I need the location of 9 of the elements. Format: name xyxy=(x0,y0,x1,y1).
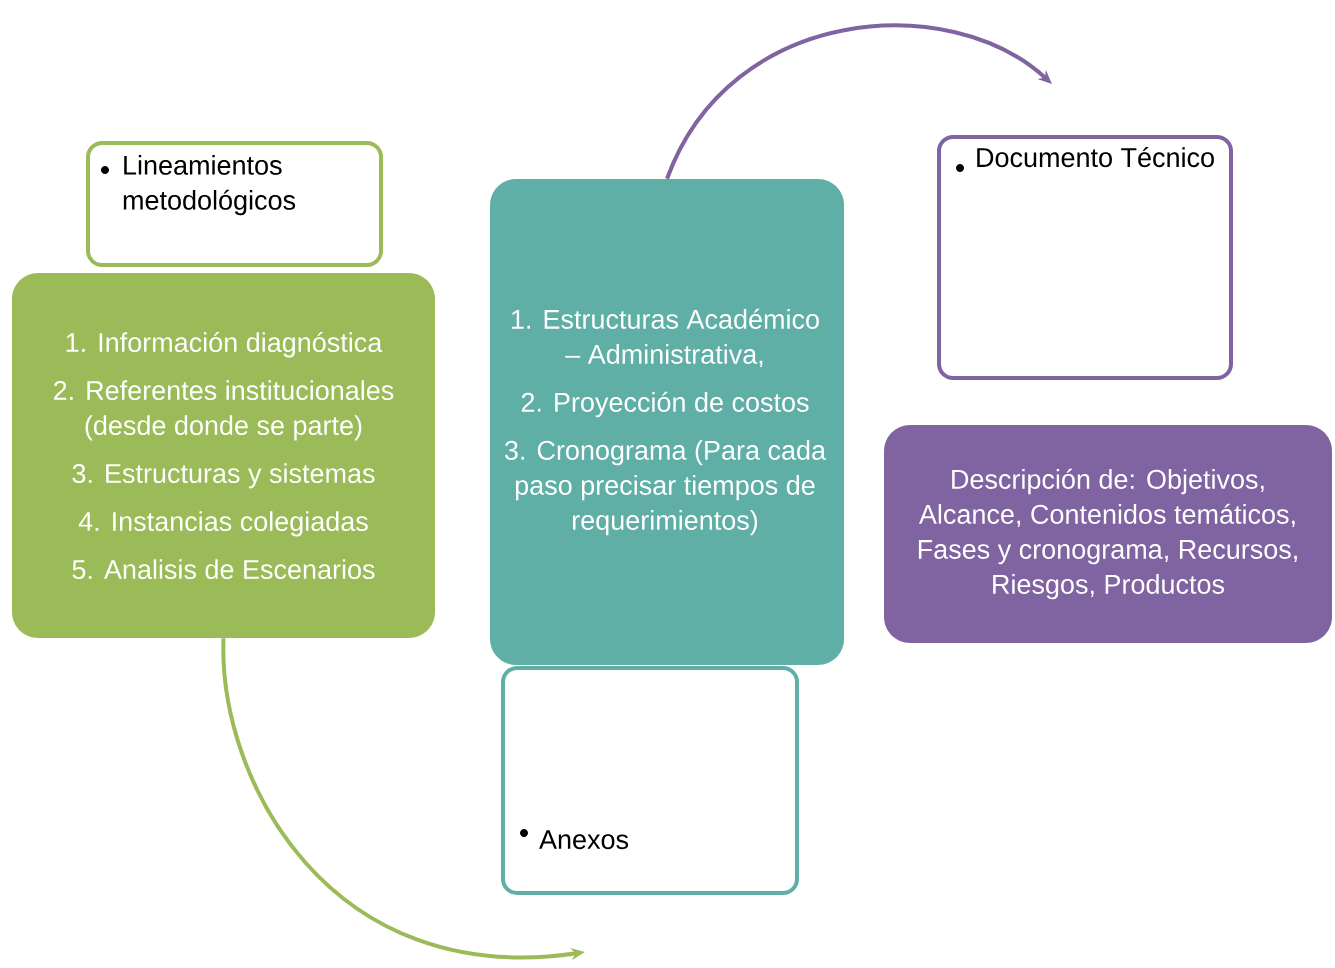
process-box: 1. Estructuras Académico – Administrativa, 2. Proyección de costos 3. Cronograma (Para cada paso precisar tiempos de requerimientos) xyxy=(490,179,844,665)
process-box: 1. Información diagnóstica 2. Referentes institucionales (desde donde se parte) 3. Estructuras y sistemas 4. Instancias colegiadas 5. Analisis de Escenarios xyxy=(12,273,435,638)
node-label: 2. Proyección de costos xyxy=(521,391,809,418)
node-label: 1. Estructuras Académico – Administrativa, xyxy=(511,308,819,368)
bullet-box: Anexos xyxy=(501,666,799,895)
bullet-box: Documento Técnico xyxy=(937,135,1233,380)
process-box: Descripción de: Objetivos, Alcance, Contenidos temáticos, Fases y cronograma, Recursos, Riesgos, Productos xyxy=(884,425,1332,643)
node-label: 3. Cronograma (Para cada paso precisar tiempos de requerimientos) xyxy=(504,440,827,536)
bullet-box: Lineamientos metodológicos xyxy=(86,141,383,267)
